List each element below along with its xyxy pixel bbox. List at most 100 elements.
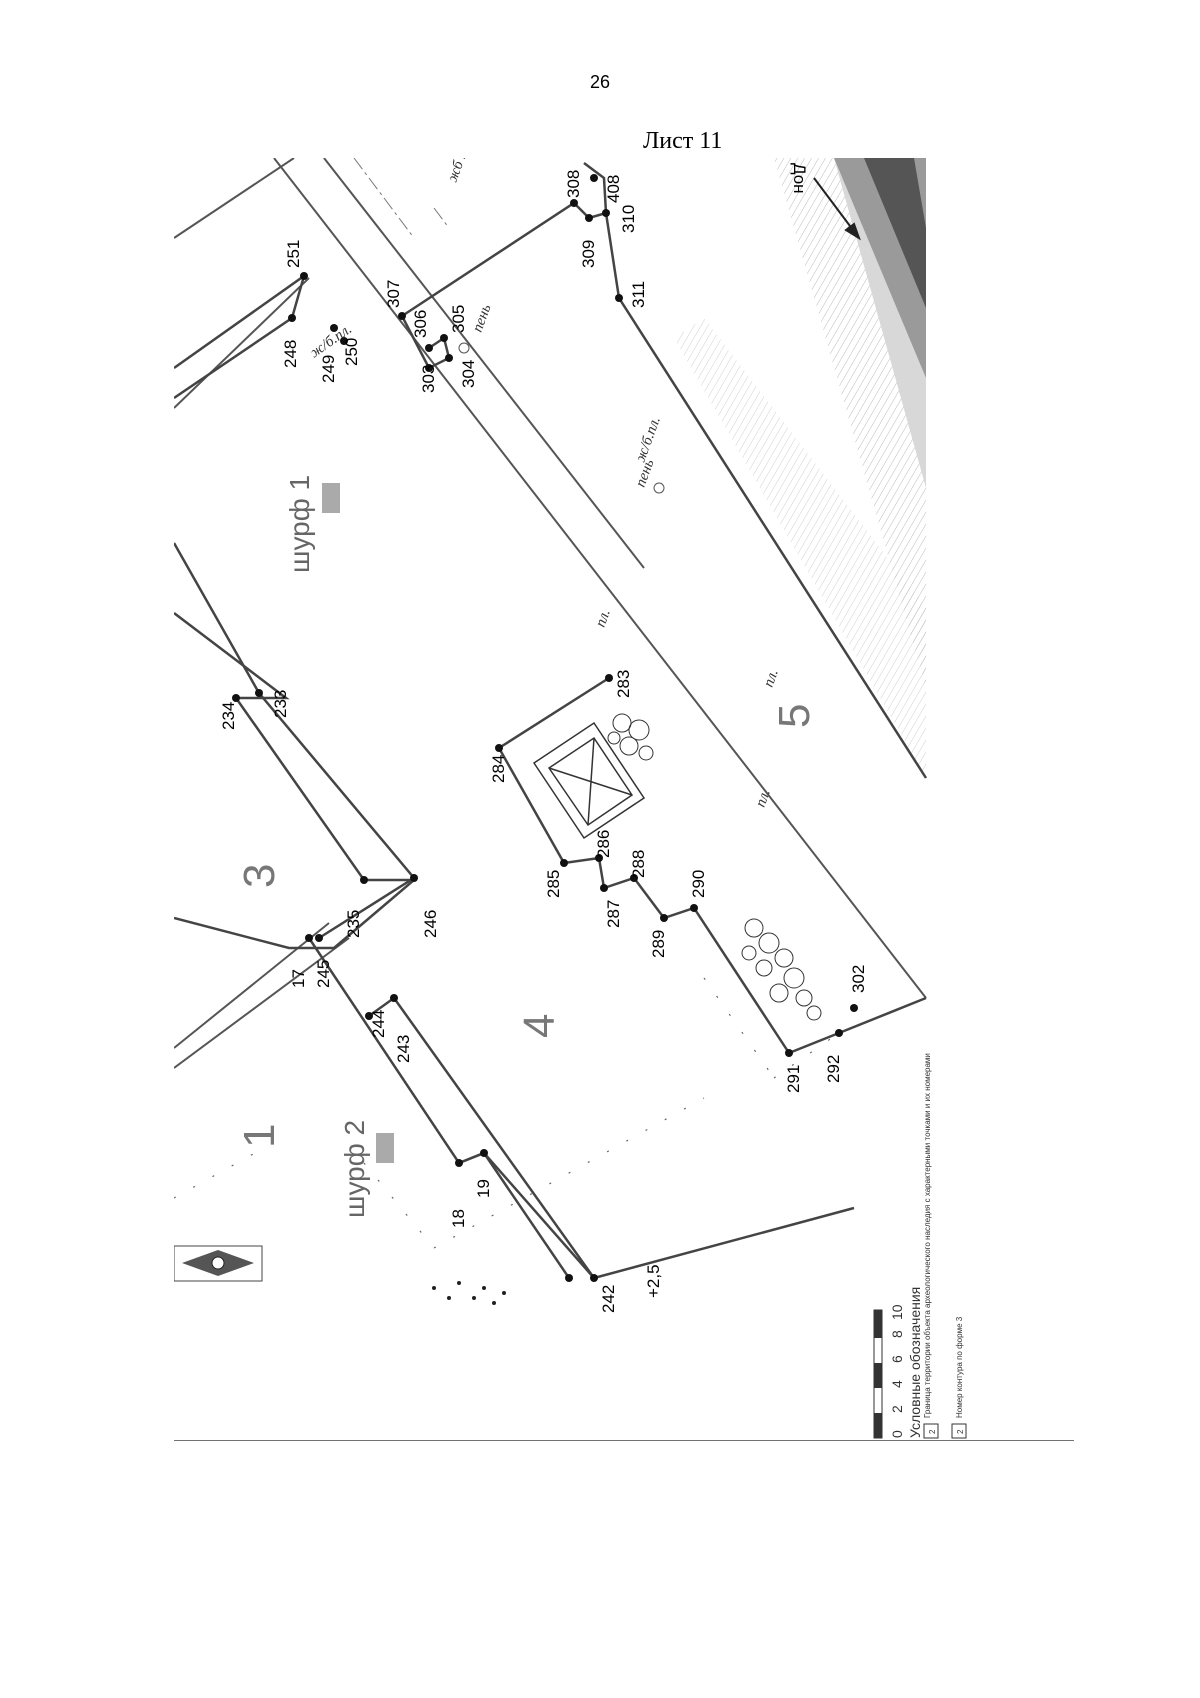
scale-tick-6: 6 <box>889 1355 905 1363</box>
legend-key-2 <box>951 1423 967 1439</box>
point-label-292: 292 <box>824 1055 843 1083</box>
point-label-306: 306 <box>411 310 430 338</box>
survey-line-3 <box>433 1097 705 1249</box>
boundary-285-291 <box>563 856 840 1055</box>
scale-tick-2: 2 <box>889 1405 905 1413</box>
boundary-302 <box>838 996 927 1035</box>
scale-tick-4: 4 <box>889 1380 905 1388</box>
sheet-title: Лист 11 <box>643 128 723 154</box>
point-label-19: 19 <box>474 1179 493 1198</box>
point-label-305: 305 <box>449 305 468 333</box>
legend-item-1: Граница территории объекта археологическ… <box>923 1053 932 1418</box>
legend-key-1 <box>923 1423 939 1439</box>
pit-1-marker <box>322 483 340 513</box>
point-label-286: 286 <box>594 830 613 858</box>
point-label-408: 408 <box>604 175 623 203</box>
river-arrow <box>813 177 861 241</box>
annotation-pl-1: пл. <box>593 607 614 629</box>
point-label-310: 310 <box>619 205 638 233</box>
road-line-3 <box>174 158 295 239</box>
legend: 0 2 4 6 8 10 Условные обозначения 2 Гран… <box>873 1053 967 1439</box>
road-line-5 <box>174 937 350 1069</box>
zone-label-4: 4 <box>515 1014 564 1038</box>
scale-tick-10: 10 <box>889 1304 905 1320</box>
page-number: 26 <box>589 72 611 92</box>
zone-label-1: 1 <box>235 1124 284 1148</box>
stone-cluster-2 <box>741 918 822 1021</box>
boundary-18-19 <box>458 1151 571 1279</box>
pit-label-1: шурф 1 <box>284 475 315 573</box>
boundary-233-246 <box>174 542 416 940</box>
north-arrow-icon <box>174 1245 263 1282</box>
slope-hatch <box>674 318 926 778</box>
boundary-248-251 <box>174 272 307 400</box>
point-label-303: 303 <box>419 365 438 393</box>
point-label-243: 243 <box>394 1035 413 1063</box>
annotation-stump-2: пень <box>633 457 658 489</box>
zone-label-3: 3 <box>235 864 284 888</box>
point-label-302: 302 <box>849 965 868 993</box>
boundary-zone-3 <box>174 612 418 950</box>
survey-line-2 <box>363 1162 435 1249</box>
boundary-242 <box>593 1206 855 1280</box>
scale-tick-8: 8 <box>889 1330 905 1338</box>
survey-line-4 <box>703 977 775 1079</box>
boundary-303-311 <box>400 201 928 779</box>
river-label: Дон <box>790 163 809 194</box>
stone-cluster-1 <box>607 713 654 761</box>
point-label-283: 283 <box>614 670 633 698</box>
point-label-250: 250 <box>342 338 361 366</box>
point-label-287: 287 <box>604 900 623 928</box>
point-label-18: 18 <box>449 1209 468 1228</box>
annotation-pl-3: пл. <box>761 667 782 689</box>
stump-2-marker <box>653 482 665 494</box>
road-line-4 <box>174 277 310 409</box>
point-label-285: 285 <box>544 870 563 898</box>
zone-label-5: 5 <box>770 704 819 728</box>
point-label-304: 304 <box>459 360 478 388</box>
road-line-6 <box>174 922 330 1049</box>
pit-2-marker <box>376 1133 394 1163</box>
survey-line-1 <box>174 1147 265 1199</box>
point-label-308: 308 <box>564 170 583 198</box>
legend-key-1-num: 2 <box>928 1429 937 1434</box>
annotation-stump-1: пень <box>470 302 495 334</box>
point-label-289: 289 <box>649 930 668 958</box>
point-label-248: 248 <box>281 340 300 368</box>
boundary-points <box>232 174 858 1282</box>
point-label-288: 288 <box>629 850 648 878</box>
legend-key-2-num: 2 <box>956 1429 965 1434</box>
point-label-290: 290 <box>689 870 708 898</box>
scatter-dots <box>432 1281 506 1305</box>
point-label-284: 284 <box>489 755 508 783</box>
dashed-line-2 <box>433 207 450 229</box>
point-label-245: 245 <box>314 960 333 988</box>
legend-item-2: Номер контура по форме 3 <box>955 1316 964 1418</box>
scale-tick-0: 0 <box>889 1430 905 1438</box>
annotation-zhb-pl-top: жб пл <box>445 158 474 184</box>
river-water-deep <box>864 158 926 308</box>
point-label-235: 235 <box>344 910 363 938</box>
point-label-242: 242 <box>599 1285 618 1313</box>
building <box>532 721 646 840</box>
boundary-310-408 <box>583 162 608 214</box>
legend-title: Условные обозначения <box>907 1287 923 1438</box>
point-label-234: 234 <box>219 702 238 730</box>
point-label-251: 251 <box>284 240 303 268</box>
stump-1-marker <box>458 342 470 354</box>
point-label-311: 311 <box>629 281 648 308</box>
point-label-233: 233 <box>271 690 290 718</box>
road-line-2 <box>323 158 645 569</box>
annotation-elevation: +2,5 <box>644 1264 663 1298</box>
annotation-pl-2: пл. <box>753 787 774 809</box>
point-label-249: 249 <box>319 355 338 383</box>
scale-bar <box>873 1309 883 1439</box>
map-sheet: 3 4 5 1 шурф 1 шурф 2 Дон жб пл ж/б.пл. … <box>174 158 1074 1441</box>
point-label-309: 309 <box>579 240 598 268</box>
annotation-zhb-pl-2: ж/б.пл. <box>633 415 664 465</box>
road-line-1 <box>273 158 927 999</box>
point-label-246: 246 <box>421 910 440 938</box>
point-label-244: 244 <box>369 1010 388 1038</box>
point-label-291: 291 <box>784 1065 803 1093</box>
point-label-17: 17 <box>289 969 308 988</box>
